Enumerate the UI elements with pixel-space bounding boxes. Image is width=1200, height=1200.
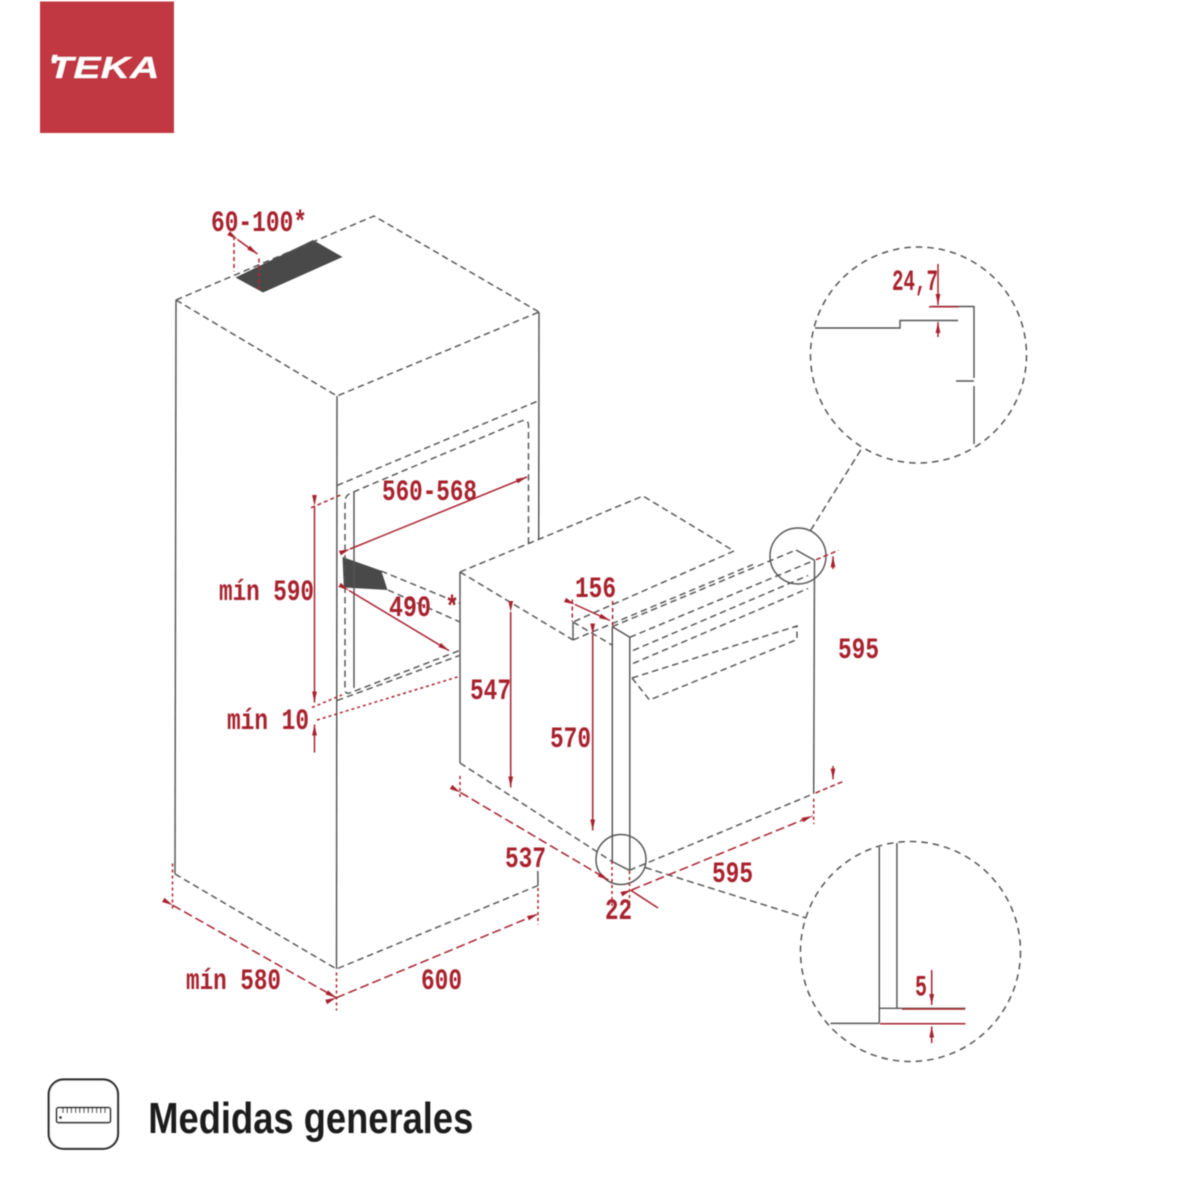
svg-text:547: 547 <box>470 675 511 709</box>
svg-text:24,7: 24,7 <box>892 266 938 300</box>
svg-text:Medidas generales: Medidas generales <box>148 1094 473 1143</box>
svg-text:5: 5 <box>915 972 927 1006</box>
svg-text:490 *: 490 * <box>389 592 459 626</box>
svg-text:595: 595 <box>838 634 879 668</box>
svg-text:mín 590: mín 590 <box>219 576 314 610</box>
svg-text:60-100*: 60-100* <box>211 207 307 241</box>
svg-text:mín 580: mín 580 <box>186 965 281 999</box>
svg-text:595: 595 <box>712 858 753 892</box>
svg-text:537: 537 <box>505 843 546 877</box>
svg-text:570: 570 <box>550 723 591 757</box>
svg-text:600: 600 <box>421 965 462 999</box>
svg-text:560-568: 560-568 <box>382 476 477 510</box>
svg-text:156: 156 <box>575 573 616 607</box>
svg-text:TEKA: TEKA <box>49 50 160 85</box>
svg-text:mín 10: mín 10 <box>227 705 309 739</box>
svg-text:22: 22 <box>605 895 632 929</box>
